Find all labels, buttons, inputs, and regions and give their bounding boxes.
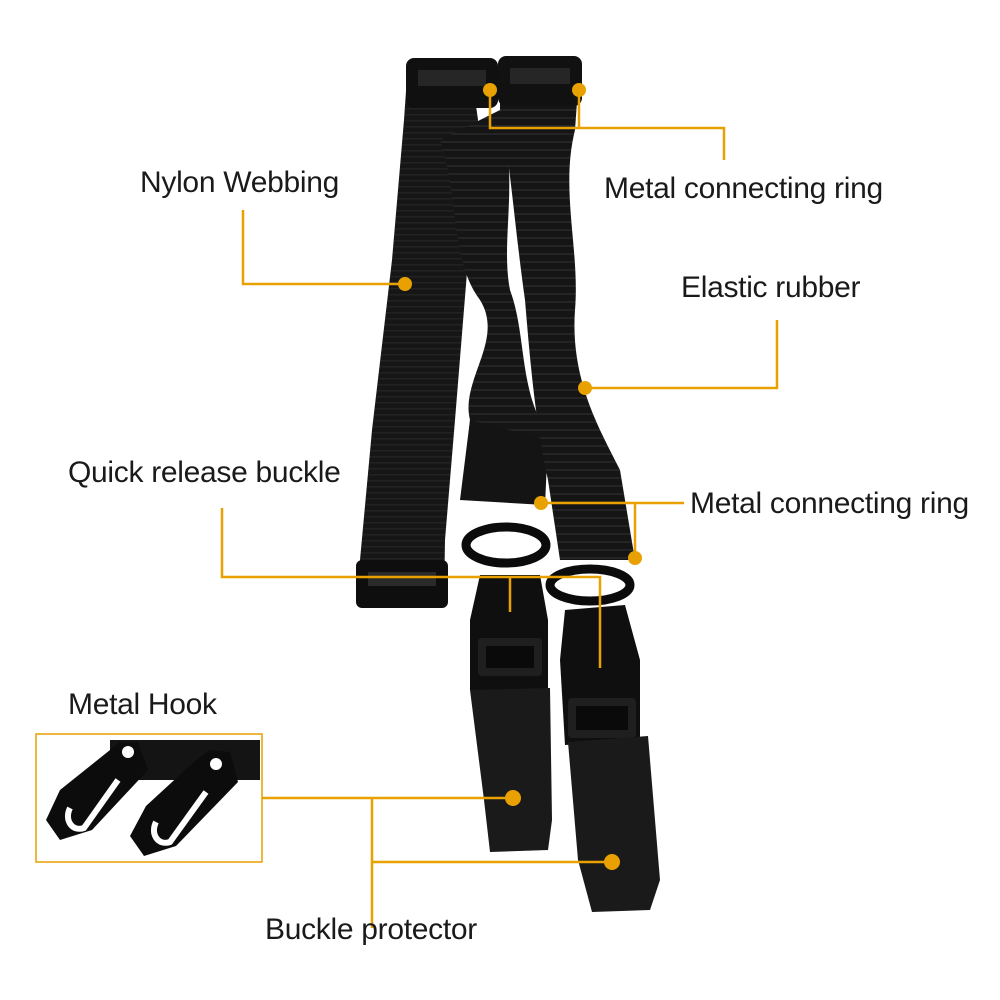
carabiner-hook-icon: [46, 742, 238, 856]
metal-hook-inset: [35, 733, 263, 863]
dot-elastic: [578, 381, 592, 395]
metal-ring-right: [545, 564, 635, 606]
nylon-webbing-strap: [356, 58, 498, 608]
label-buckle-protector: Buckle protector: [265, 913, 477, 946]
buckle-protector-left: [470, 688, 552, 852]
dot-protector-right: [604, 854, 620, 870]
dot-ring-top-left: [483, 83, 497, 97]
quick-release-buckle-right: [560, 605, 640, 745]
elastic-bungee-right: [498, 56, 635, 560]
label-quick-release-buckle: Quick release buckle: [68, 456, 341, 489]
dot-protector-left: [505, 790, 521, 806]
dot-ring-mid-right: [628, 551, 642, 565]
metal-ring-left: [461, 522, 551, 568]
dot-ring-top-right: [572, 83, 586, 97]
callout-lines: [220, 90, 779, 928]
elastic-bungee-left: [440, 110, 548, 505]
label-nylon-webbing: Nylon Webbing: [140, 166, 339, 199]
buckle-protector-right: [568, 736, 660, 912]
label-metal-connecting-ring-mid: Metal connecting ring: [690, 487, 969, 520]
quick-release-buckle-left: [470, 575, 548, 690]
label-metal-connecting-ring-top: Metal connecting ring: [604, 172, 883, 205]
label-elastic-rubber: Elastic rubber: [681, 271, 861, 304]
callout-dots: [398, 83, 642, 870]
dot-nylon-webbing: [398, 277, 412, 291]
dot-ring-mid-left: [534, 496, 548, 510]
label-metal-hook: Metal Hook: [68, 688, 217, 721]
